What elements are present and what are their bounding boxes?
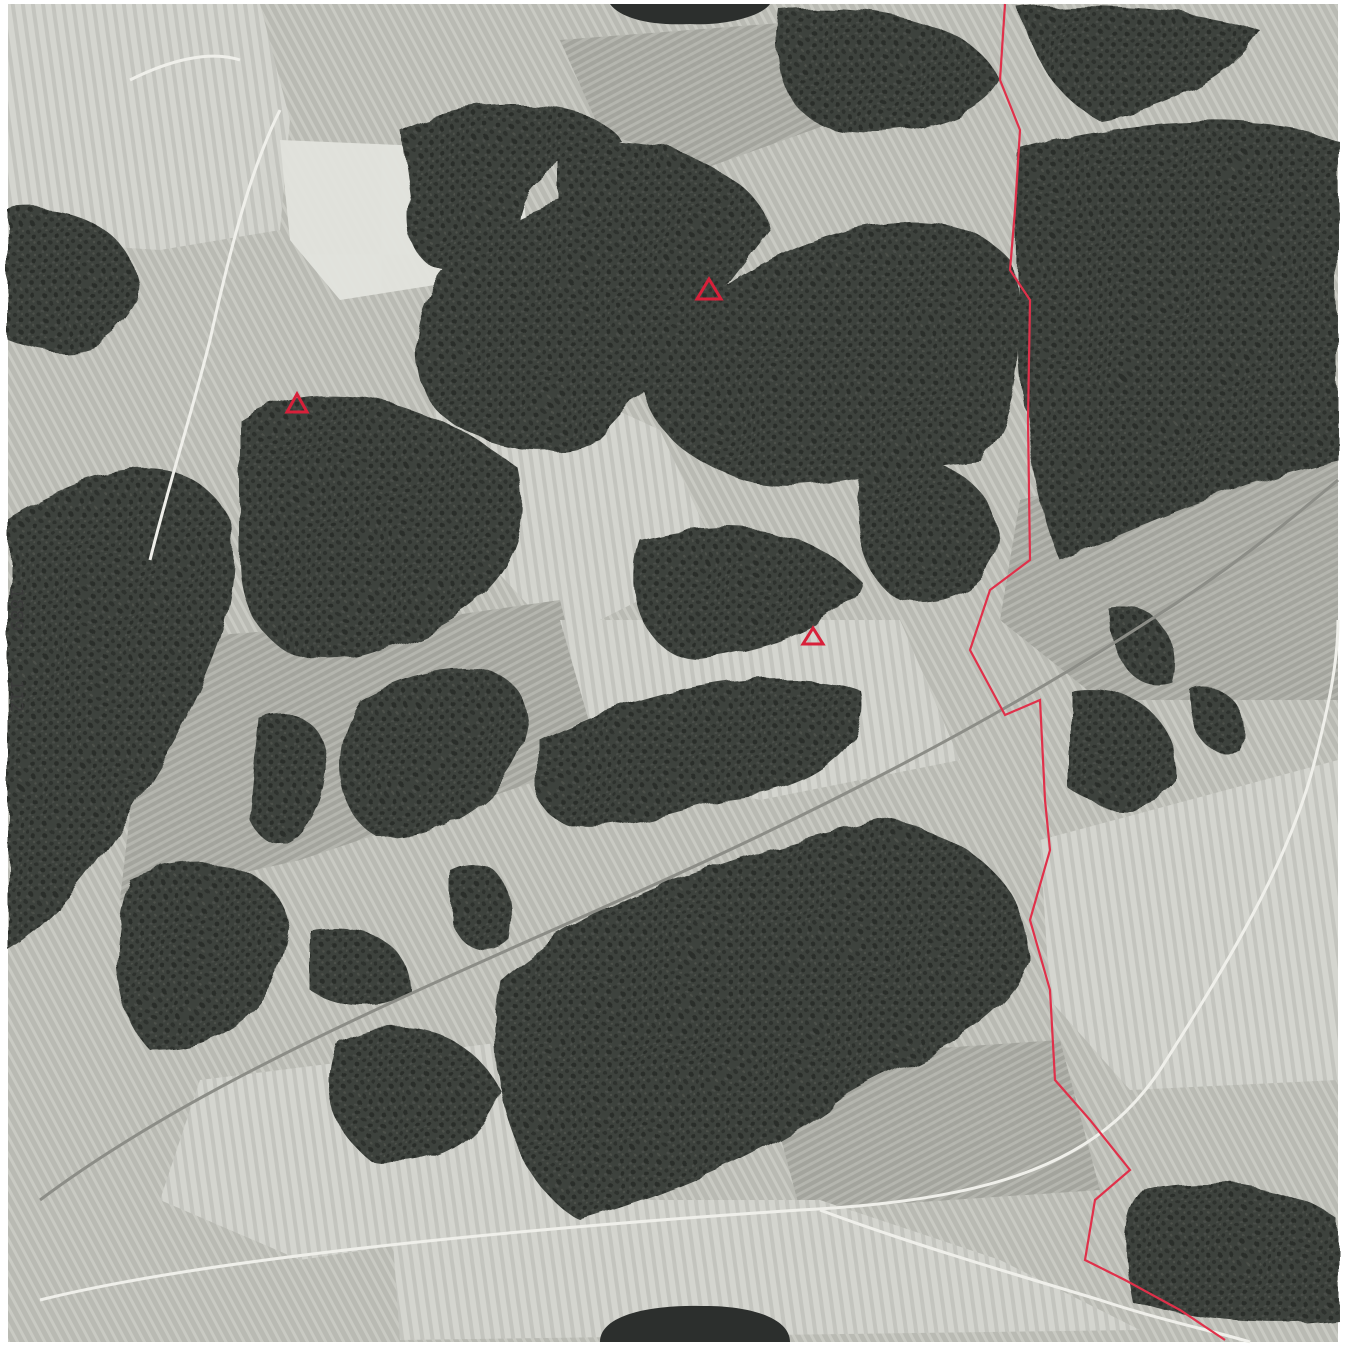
photo-area [8, 3, 1340, 1344]
forest-patches [8, 6, 1338, 1324]
main-road [39, 54, 1340, 1344]
railway [39, 478, 1339, 1202]
boundary-line [968, 3, 1226, 1341]
lake-top [610, 4, 770, 25]
triangle-marker [800, 625, 826, 646]
frame-number: 1889 [6, 588, 26, 632]
triangle-marker [284, 390, 310, 414]
frame-suffix: 112 [6, 680, 26, 713]
lake-bottom [600, 1305, 790, 1342]
triangle-marker [694, 276, 724, 301]
